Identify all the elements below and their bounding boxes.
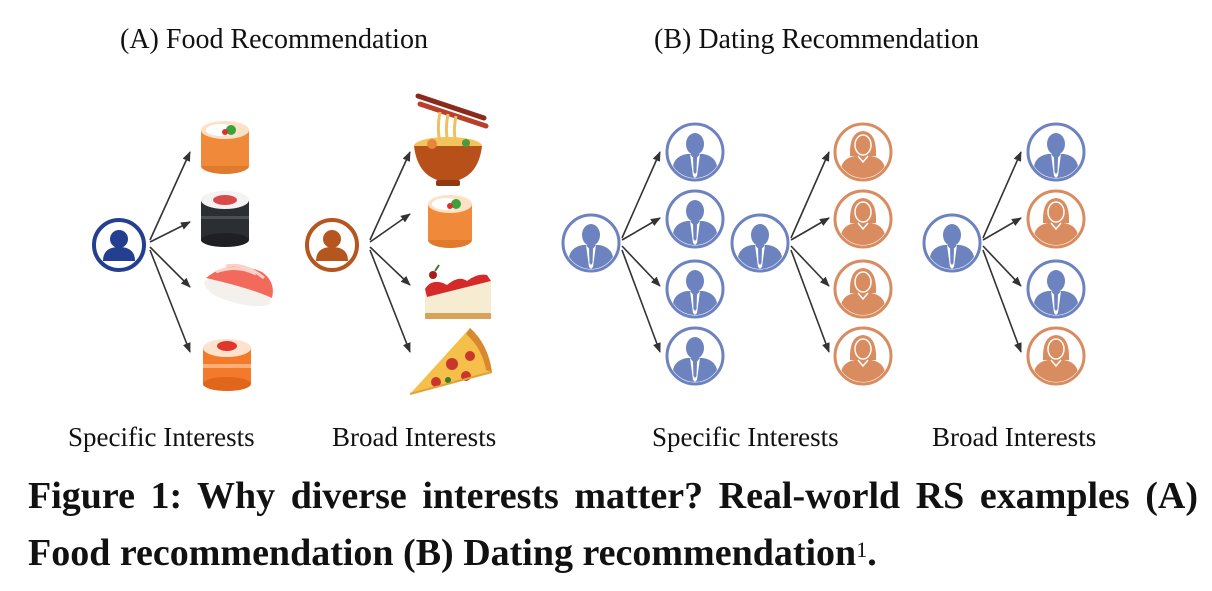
cheesecake-icon [425, 264, 491, 319]
dating-panel-title: (B) Dating Recommendation [654, 24, 980, 55]
maki-roll-icon [201, 191, 249, 247]
dating-broad-source-user [924, 215, 980, 271]
female-target [1028, 191, 1084, 247]
caption-end: . [867, 532, 877, 574]
male-target [667, 328, 723, 384]
food-broad-arrows [369, 151, 411, 353]
diagram-art [92, 93, 1212, 395]
footnote-mark: 1 [856, 537, 868, 562]
female-target [835, 328, 891, 384]
dating-specific-source-user [563, 215, 619, 271]
male-target [667, 191, 723, 247]
salmon-roll-icon [203, 339, 251, 391]
noodle-bowl-icon [414, 93, 489, 186]
female-target [835, 191, 891, 247]
food-broad-label: Broad Interests [332, 422, 497, 452]
dating-broad-label: Broad Interests [932, 422, 1097, 452]
female-target [835, 261, 891, 317]
dating-broad-arrows [982, 151, 1022, 353]
sushi-roll-icon [428, 195, 472, 248]
salmon-nigiri-icon [204, 263, 273, 307]
dating-specific-source-user-2 [732, 215, 788, 271]
specific-user-icon [92, 218, 146, 272]
pizza-slice-icon [409, 328, 493, 395]
female-target [1028, 328, 1084, 384]
caption-text: Figure 1: Why diverse interests matter? … [28, 475, 1198, 574]
male-target [1028, 261, 1084, 317]
dating-specific-arrows [621, 151, 661, 353]
male-target [1028, 124, 1084, 180]
female-target [835, 124, 891, 180]
broad-user-icon [305, 218, 359, 272]
food-specific-arrows [149, 151, 191, 353]
sushi-roll-icon [201, 121, 249, 174]
male-target [667, 124, 723, 180]
food-panel-title: (A) Food Recommendation [120, 24, 428, 55]
male-target [667, 261, 723, 317]
food-specific-label: Specific Interests [68, 422, 255, 452]
figure-caption: Figure 1: Why diverse interests matter? … [28, 468, 1198, 582]
dating-specific-arrows-2 [790, 151, 830, 353]
dating-specific-label: Specific Interests [652, 422, 839, 452]
